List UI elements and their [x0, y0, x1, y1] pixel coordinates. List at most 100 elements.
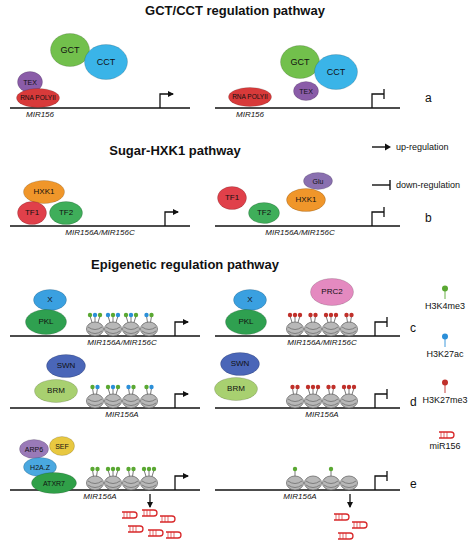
protein-name: GCT	[61, 46, 80, 55]
legend-label: H3K27me3	[422, 396, 467, 405]
protein-name: SWN	[231, 360, 250, 368]
histone-mark	[106, 385, 110, 389]
nucleosome	[323, 476, 340, 490]
legend-label: H3K27ac	[426, 350, 463, 359]
mirna-hairpin	[128, 526, 143, 532]
histone-mark	[142, 467, 146, 471]
legend-label: down-regulation	[396, 181, 460, 190]
legend-swatch	[442, 286, 448, 300]
histone-mark	[298, 313, 302, 317]
expression-arrow	[349, 494, 350, 507]
histone-mark	[126, 385, 130, 389]
dna-wrap	[142, 327, 156, 334]
section-heading: Epigenetic regulation pathway	[91, 258, 279, 271]
promoter-arrow	[175, 322, 188, 336]
protein-ellipse: BRM	[34, 379, 78, 403]
histone-mark	[349, 313, 353, 317]
gene-name: MIR156	[26, 111, 54, 119]
histone-mark	[313, 313, 317, 317]
histone-mark	[90, 467, 94, 471]
histone-mark	[111, 385, 115, 389]
panel-letter: c	[410, 322, 416, 334]
nucleosome	[341, 322, 358, 336]
protein-name: PRC2	[321, 288, 342, 296]
protein-name: TF1	[25, 209, 39, 217]
protein-name: BRM	[227, 385, 245, 393]
gene-line	[10, 225, 190, 226]
legend-swatch	[372, 144, 391, 151]
histone-mark	[329, 467, 333, 471]
nucleosome	[87, 322, 104, 336]
dna-wrap	[142, 399, 156, 406]
gene-name: MIR156A/MIR156C	[287, 339, 356, 347]
protein-name: TEX	[23, 79, 37, 86]
dna-wrap	[288, 481, 302, 488]
protein-ellipse: TF1	[17, 201, 47, 225]
histone-mark	[342, 385, 346, 389]
gene-name: MIR156A	[283, 493, 316, 501]
histone-mark	[98, 313, 102, 317]
protein-name: ARP6	[25, 446, 43, 453]
protein-ellipse: TEX	[293, 81, 319, 101]
histone-mark	[331, 385, 335, 389]
histone-mark	[147, 467, 151, 471]
legend-label: miR156	[429, 442, 460, 451]
nucleosome	[123, 322, 140, 336]
promoter-block	[375, 389, 387, 408]
gene-name: MIR156A/MIR156C	[65, 229, 134, 237]
histone-mark	[149, 385, 153, 389]
gene-line	[215, 407, 400, 408]
mirna-hairpin	[142, 510, 157, 516]
histone-mark	[326, 385, 330, 389]
protein-ellipse: PKL	[25, 309, 67, 335]
histone-mark	[126, 467, 130, 471]
protein-ellipse: RNA POLYII	[16, 88, 60, 108]
dna-wrap	[124, 481, 138, 488]
nucleosome	[123, 476, 140, 490]
protein-ellipse: TF1	[217, 186, 247, 210]
nucleosome	[305, 476, 322, 490]
histone-mark	[308, 313, 312, 317]
protein-name: H2A.Z	[30, 464, 50, 471]
mirna-hairpin	[439, 432, 454, 438]
gene-name: MIR156A/MIR156C	[265, 229, 334, 237]
histone-mark	[106, 313, 110, 317]
protein-name: BRM	[47, 387, 65, 395]
protein-ellipse: PKL	[225, 309, 267, 335]
nucleosome	[323, 394, 340, 408]
gene-line	[215, 489, 400, 490]
protein-ellipse: X	[233, 289, 267, 311]
legend-swatch	[439, 432, 454, 438]
dna-wrap	[88, 399, 102, 406]
nucleosome	[287, 476, 304, 490]
promoter-block	[375, 317, 387, 336]
protein-name: TF2	[59, 209, 73, 217]
gene-line	[215, 335, 400, 336]
protein-name: ATXR7	[43, 480, 65, 487]
legend-label: H3K4me3	[425, 302, 465, 311]
protein-ellipse: RNA POLYII	[228, 87, 272, 107]
protein-ellipse: SEF	[49, 436, 75, 456]
nucleosome	[341, 394, 358, 408]
histone-mark	[106, 467, 110, 471]
dna-wrap	[124, 327, 138, 334]
nucleosome	[141, 322, 158, 336]
histone-mark	[324, 313, 328, 317]
histone-mark	[288, 313, 292, 317]
legend-symbol	[437, 378, 461, 394]
histone-mark	[290, 385, 294, 389]
histone-mark	[352, 385, 356, 389]
legend-symbol	[370, 177, 394, 193]
dna-wrap	[306, 327, 320, 334]
protein-name: GCT	[291, 58, 310, 67]
gene-line	[10, 335, 200, 336]
legend-label: up-regulation	[396, 143, 449, 152]
panel-letter: a	[425, 92, 432, 104]
protein-name: PKL	[238, 318, 253, 326]
nucleosome	[87, 476, 104, 490]
dna-wrap	[88, 481, 102, 488]
mirna-hairpin	[334, 514, 349, 520]
dna-wrap	[342, 327, 356, 334]
panel-letter: b	[425, 212, 432, 224]
